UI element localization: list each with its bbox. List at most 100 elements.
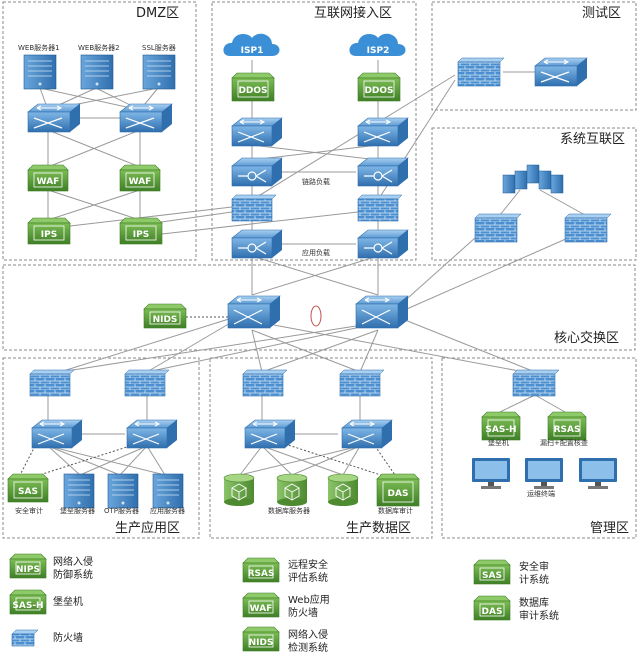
das-audit-label: 数据库审计	[378, 506, 413, 515]
mgmt-rsas-label: RSAS	[554, 425, 581, 435]
app-lb-label: 应用负载	[302, 248, 330, 257]
app-label-audit: 安全审计	[15, 506, 43, 515]
isp2-cloud-label: ISP2	[367, 46, 390, 56]
app-sas-label: SAS	[18, 487, 38, 497]
legend-das-icon: DAS	[473, 595, 511, 621]
zone-test	[431, 1, 637, 111]
legend-das-text-1: 数据库	[519, 596, 549, 609]
isp1-cloud-label: ISP1	[241, 46, 264, 56]
app-switch-2	[126, 419, 178, 449]
app-lb-2	[357, 229, 409, 259]
link-lb-1	[231, 157, 283, 187]
data-firewall-1	[242, 369, 288, 397]
legend-nips-text-1: 网络入侵	[53, 555, 93, 568]
test-firewall	[457, 57, 505, 87]
db-server-2	[276, 473, 308, 506]
test-switch	[534, 57, 588, 87]
legend-rsas-text-1: 远程安全	[288, 558, 328, 571]
dmz-server-2	[80, 54, 114, 90]
mgmt-sash: SAS-H	[481, 411, 521, 441]
interconnect-firewall-1	[474, 213, 522, 243]
ops-terminal-1	[472, 458, 510, 489]
legend-sas-text-1: 安全审	[519, 560, 549, 573]
mgmt-rsas: RSAS	[547, 411, 587, 441]
app-firewall-1	[29, 369, 75, 397]
data-firewall-2	[339, 369, 385, 397]
interconnect-firewall-2	[564, 213, 612, 243]
zone-data-title: 生产数据区	[346, 521, 411, 536]
core-switch-1	[227, 295, 281, 329]
app-label-bastion-server: 堡垒服务器	[60, 506, 95, 515]
legend-nids-text-1: 网络入侵	[288, 628, 328, 641]
app-bastion-server	[63, 473, 95, 509]
core-link-marker	[310, 305, 322, 327]
legend-nips-icon: NIPS	[9, 553, 47, 579]
zone-test-title: 测试区	[582, 6, 621, 21]
data-das-label: DAS	[388, 489, 409, 499]
data-switch-1	[244, 419, 296, 449]
dmz-waf-1-label: WAF	[37, 177, 60, 187]
isp1-cloud: ISP1	[223, 33, 280, 56]
legend-sas-icon: SAS	[473, 559, 511, 585]
db-server-3	[327, 473, 359, 506]
legend-nips-text-2: 防御系统	[53, 568, 93, 581]
inet-firewall-2	[357, 194, 403, 222]
link-lb-2	[357, 157, 409, 187]
legend-nids-icon-label: NIDS	[249, 638, 274, 648]
dmz-ips-2-label: IPS	[133, 230, 149, 240]
mgmt-ops-label: 运维终端	[527, 489, 555, 498]
mgmt-rsas-label: 漏扫+配置核查	[540, 438, 588, 447]
core-switch-2	[355, 295, 409, 329]
dmz-waf-2-label: WAF	[129, 177, 152, 187]
legend-nips-icon-label: NIPS	[16, 565, 40, 575]
legend-das-text-2: 审计系统	[519, 609, 559, 622]
legend-waf-icon: WAF	[242, 592, 280, 618]
dmz-server-1	[23, 54, 57, 90]
app-application-server	[152, 473, 184, 509]
app-lb-1	[231, 229, 283, 259]
inet-firewall-1	[231, 194, 277, 222]
ops-terminal-3	[579, 458, 617, 489]
legend-sash-text: 堡垒机	[53, 595, 83, 608]
dmz-waf-2: WAF	[119, 164, 161, 192]
dmz-server-labels: WEB服务器1 WEB服务器2 SSL服务器	[18, 43, 176, 52]
zone-app-title: 生产应用区	[115, 520, 180, 536]
app-label-app-server: 应用服务器	[150, 506, 185, 515]
dmz-ips-2: IPS	[119, 217, 163, 245]
dmz-switch-2	[119, 103, 173, 133]
legend-nids-text-2: 检测系统	[288, 641, 328, 654]
dmz-ips-1-label: IPS	[41, 230, 57, 240]
ddos-2: DDOS	[357, 72, 401, 102]
legend-sas-text-2: 计系统	[519, 573, 549, 586]
dmz-server-label-3: SSL服务器	[142, 43, 176, 52]
isp2-cloud: ISP2	[349, 33, 406, 56]
legend-sash-icon: SAS-H	[9, 589, 47, 615]
mgmt-firewall	[512, 369, 560, 397]
db-server-label: 数据库服务器	[268, 506, 310, 515]
app-sas: SAS	[7, 473, 49, 503]
app-label-otp: OTP服务器	[104, 506, 139, 515]
zone-interconnect-title: 系统互联区	[560, 132, 625, 147]
ddos-2-label: DDOS	[364, 86, 393, 96]
dmz-waf-1: WAF	[27, 164, 69, 192]
ops-terminal-2	[525, 458, 563, 489]
legend-firewall-icon	[11, 629, 39, 647]
data-switch-2	[341, 419, 393, 449]
zone-core-title: 核心交换区	[554, 330, 619, 346]
zone-mgmt-title: 管理区	[590, 521, 629, 536]
legend-waf-text-1: Web应用	[288, 593, 330, 606]
legend-rsas-text-2: 评估系统	[288, 571, 328, 584]
dmz-switch-1	[27, 103, 81, 133]
legend: 网络入侵 防御系统 堡垒机 防火墙 远程安全 评估系统 Web应用 防火墙 网络…	[53, 555, 559, 654]
legend-fw-text: 防火墙	[53, 631, 83, 644]
app-switch-1	[31, 419, 83, 449]
ddos-1-label: DDOS	[238, 86, 267, 96]
legend-rsas-icon-label: RSAS	[248, 569, 275, 579]
dmz-server-label-1: WEB服务器1	[18, 43, 60, 52]
core-nids-label: NIDS	[153, 315, 178, 325]
ddos-1: DDOS	[231, 72, 275, 102]
legend-rsas-icon: RSAS	[242, 557, 280, 583]
zone-internet-title: 互联网接入区	[314, 5, 392, 21]
inet-switch-1	[231, 117, 283, 147]
